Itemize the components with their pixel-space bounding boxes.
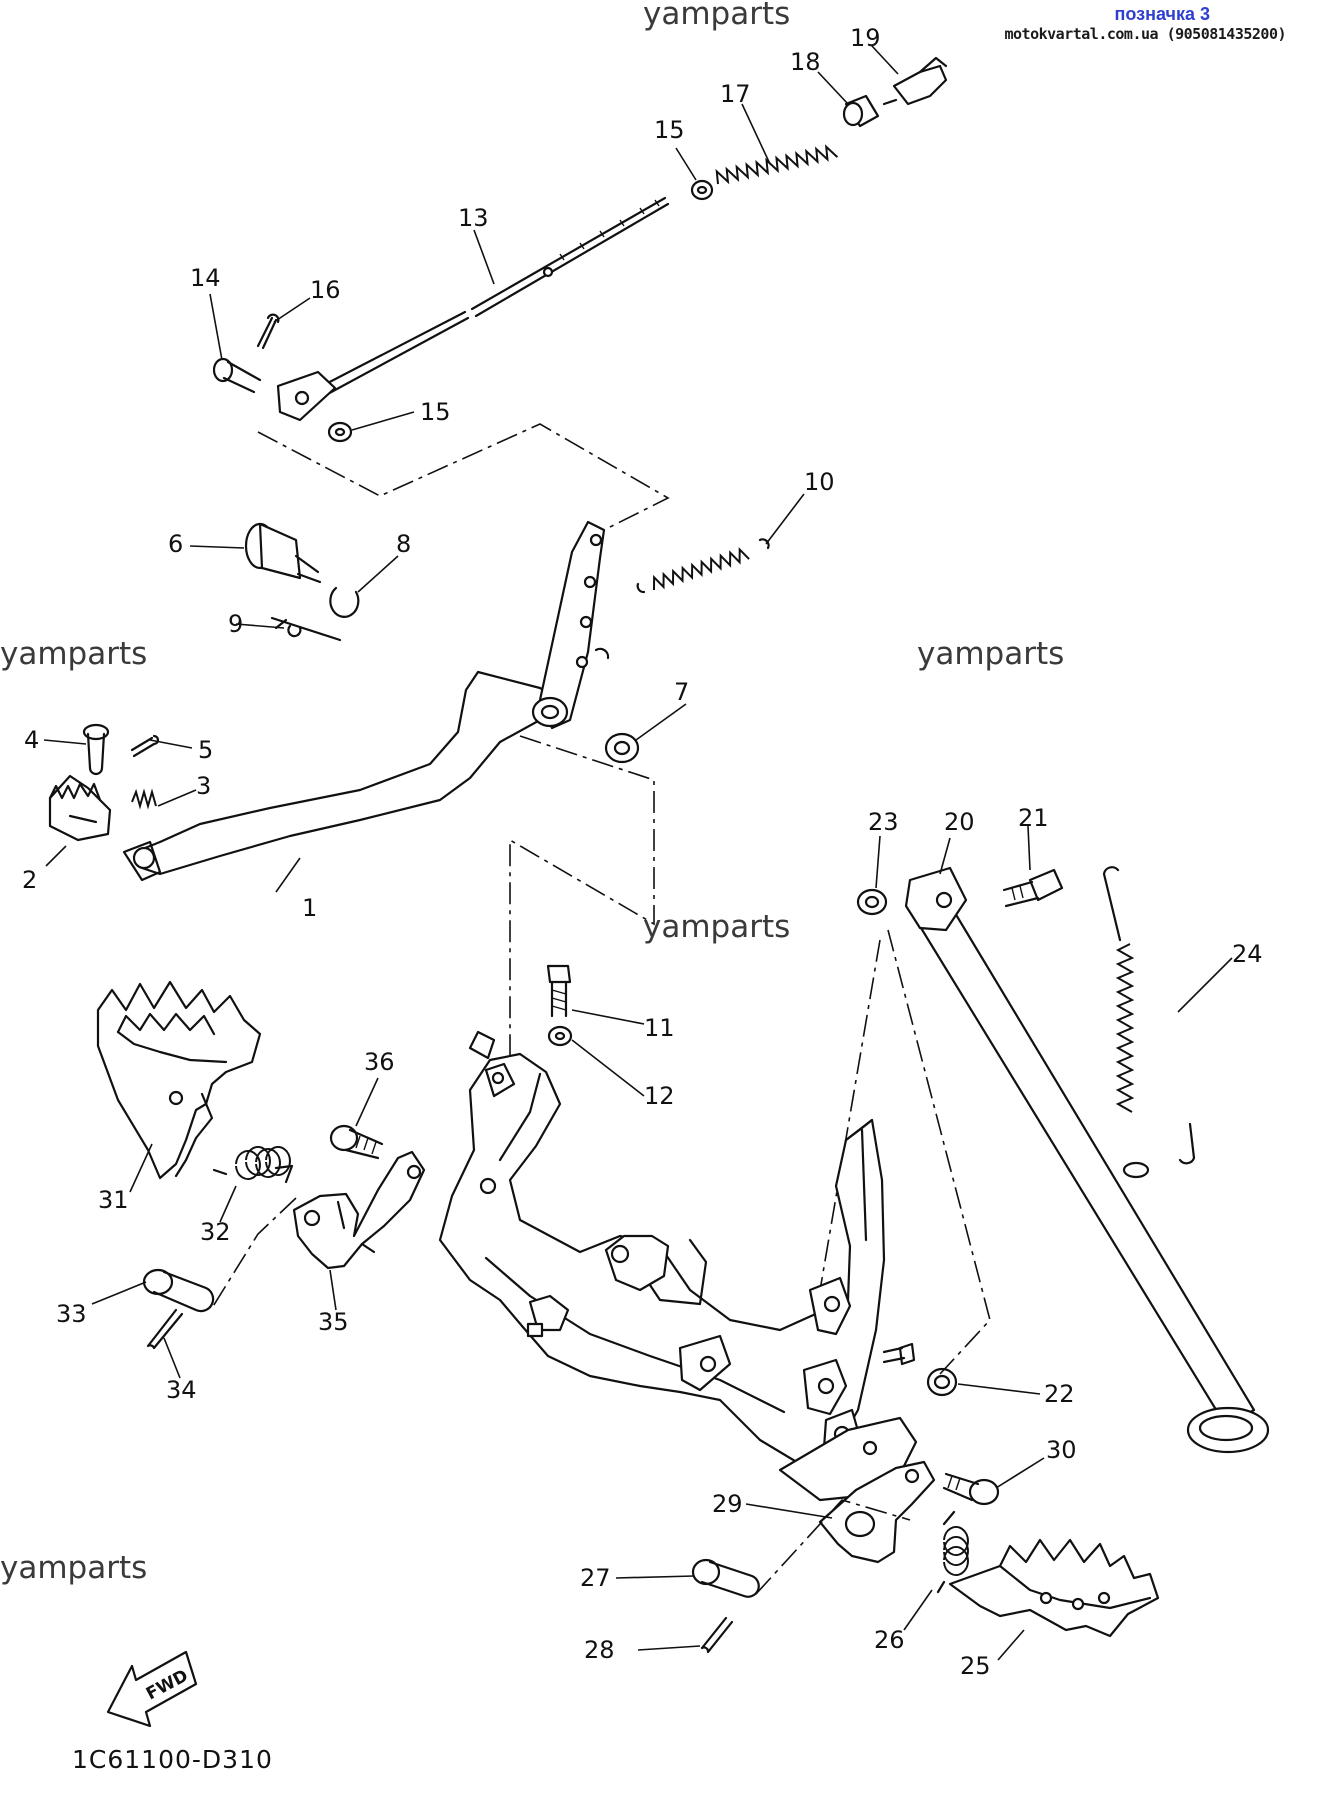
callout-24: 24 <box>1232 940 1263 968</box>
brake-pedal-part <box>122 520 610 882</box>
link-line <box>755 1499 911 1595</box>
callout-16: 16 <box>310 276 341 304</box>
washer-part <box>690 179 714 201</box>
callout-15b: 15 <box>420 398 451 426</box>
callout-1: 1 <box>302 894 317 922</box>
brake-rod-part <box>276 196 670 422</box>
return-spring-part <box>636 538 770 594</box>
link-line <box>257 423 670 533</box>
callout-28: 28 <box>584 1636 615 1664</box>
rear-bracket-part <box>818 1460 936 1564</box>
bolt-part <box>882 1342 916 1366</box>
callout-36: 36 <box>364 1048 395 1076</box>
callout-6: 6 <box>168 530 183 558</box>
cotter-pin-part <box>270 616 342 642</box>
callout-10: 10 <box>804 468 835 496</box>
frame-part <box>438 1030 918 1502</box>
callout-23: 23 <box>868 808 899 836</box>
washer-part <box>604 732 640 764</box>
watermark: yamparts <box>643 909 790 945</box>
callout-11: 11 <box>644 1014 675 1042</box>
clevis-pin-part <box>212 357 262 394</box>
circlip-part <box>329 586 360 618</box>
callout-30: 30 <box>1046 1436 1077 1464</box>
callout-2: 2 <box>22 866 37 894</box>
callout-29: 29 <box>712 1490 743 1518</box>
callout-12: 12 <box>644 1082 675 1110</box>
pivot-shaft-part <box>244 522 322 584</box>
callout-20: 20 <box>944 808 975 836</box>
link-line <box>211 1197 297 1309</box>
watermark: yamparts <box>917 636 1064 672</box>
callout-4: 4 <box>24 726 39 754</box>
callout-22: 22 <box>1044 1380 1075 1408</box>
cotter-pin-part <box>256 313 280 350</box>
callout-32: 32 <box>200 1218 231 1246</box>
callout-5: 5 <box>198 736 213 764</box>
joint-part <box>842 94 880 128</box>
cotter-pin-part <box>130 734 160 758</box>
adjusting-nut-part <box>882 56 948 106</box>
link-line <box>887 929 991 1375</box>
cotter-pin-part <box>146 1308 184 1350</box>
callout-25: 25 <box>960 1652 991 1680</box>
flange-bolt-part <box>942 1472 1000 1506</box>
collar-part <box>856 888 888 916</box>
callout-26: 26 <box>874 1626 905 1654</box>
leader-lines <box>43 45 1233 1661</box>
watermark: yamparts <box>643 0 790 32</box>
bolt-part <box>546 964 572 1018</box>
collar-part <box>926 1367 958 1397</box>
rear-footrest-spring-part <box>936 1510 969 1594</box>
callout-14: 14 <box>190 264 221 292</box>
return-spring-part <box>131 788 157 810</box>
callout-33: 33 <box>56 1300 87 1328</box>
callout-35: 35 <box>318 1308 349 1336</box>
header-tag: позначка 3 <box>1114 4 1211 24</box>
bolt-part <box>1002 868 1064 908</box>
watermark: yamparts <box>0 636 147 672</box>
header-site: motokvartal.com.ua (905081435200) <box>1004 25 1286 43</box>
page-header: позначка 3 motokvartal.com.ua (905081435… <box>1004 4 1286 44</box>
pin-part <box>142 1268 215 1313</box>
callout-9: 9 <box>228 610 243 638</box>
callout-8: 8 <box>396 530 411 558</box>
callout-7: 7 <box>674 678 689 706</box>
callout-18: 18 <box>790 48 821 76</box>
callout-19: 19 <box>850 24 881 52</box>
link-line <box>509 735 655 1120</box>
brake-rod-spring-part <box>715 144 839 185</box>
callout-17: 17 <box>720 80 751 108</box>
sidestand-spring-part <box>1102 866 1196 1165</box>
callout-27: 27 <box>580 1564 611 1592</box>
flange-bolt-part <box>329 1124 384 1160</box>
cotter-pin-part <box>700 1616 734 1654</box>
callout-21: 21 <box>1018 804 1049 832</box>
callout-13: 13 <box>458 204 489 232</box>
callout-3: 3 <box>196 772 211 800</box>
washer-part <box>327 421 353 443</box>
callout-31: 31 <box>98 1186 129 1214</box>
callout-34: 34 <box>166 1376 197 1404</box>
pin-part <box>691 1558 760 1598</box>
footrest-bracket-part <box>292 1150 426 1270</box>
callout-15: 15 <box>654 116 685 144</box>
diagram-code: 1C61100-D310 <box>72 1745 273 1774</box>
footrest-part <box>96 980 262 1180</box>
brake-pedal-tip-part <box>48 774 112 842</box>
sidestand-part <box>904 866 1270 1454</box>
rear-footrest-part <box>948 1538 1160 1638</box>
watermark: yamparts <box>0 1550 147 1586</box>
pin-part <box>82 723 110 776</box>
footrest-spring-part <box>212 1146 294 1184</box>
fwd-arrow-icon: FWD <box>106 1650 198 1728</box>
washer-part <box>547 1025 573 1047</box>
